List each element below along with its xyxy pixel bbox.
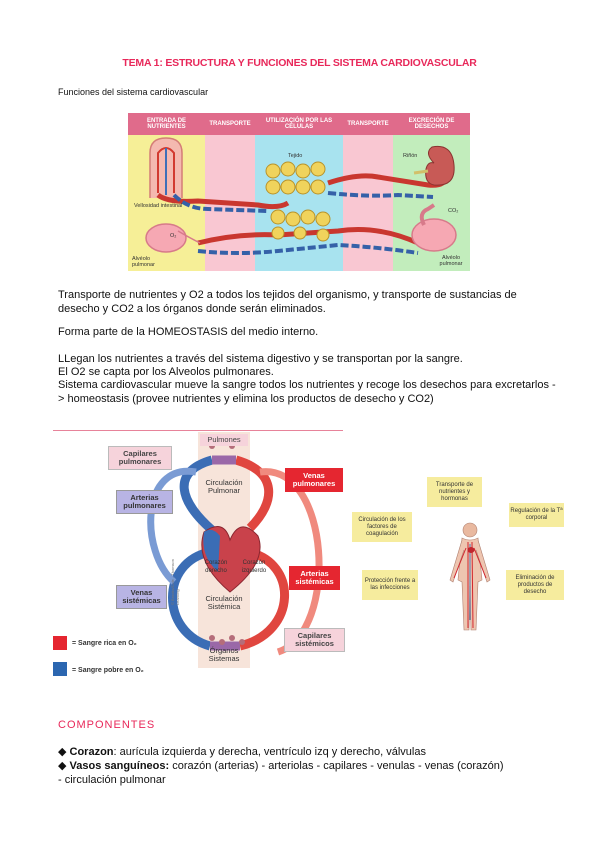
header-entrada: ENTRADA DE NUTRIENTES xyxy=(128,113,205,135)
image-credit: © Brooks/Cole - Thomson Learning xyxy=(170,558,180,605)
paragraph-homeostasis: Forma parte de la HOMEOSTASIS del medio … xyxy=(58,326,319,338)
label-corazon-izquierdo: Corazón izquierdo xyxy=(241,559,267,575)
legend-red-swatch xyxy=(53,636,67,650)
label-arterias-sistemicas: Arterias sistémicas xyxy=(289,566,340,590)
function-eliminacion: Eliminación de productos de desecho xyxy=(506,570,564,600)
componente-corazon-text: : aurícula izquierda y derecha, ventrícu… xyxy=(113,746,426,758)
legend-blue-swatch xyxy=(53,662,67,676)
header-transporte-1: TRANSPORTE xyxy=(205,113,255,135)
functions-illustration xyxy=(145,137,457,255)
label-circ-sistemica: Circulación Sistémica xyxy=(205,593,243,611)
paragraph-nutrientes: LLegan los nutrientes a través del siste… xyxy=(58,353,463,365)
function-circulacion: Circulación de los factores de coagulaci… xyxy=(352,512,412,542)
header-excrecion: EXCRECIÓN DE DESECHOS xyxy=(393,113,470,135)
paragraph-sistema: Sistema cardiovascular mueve la sangre t… xyxy=(58,379,556,405)
componente-corazon: ◆ Corazon: aurícula izquierda y derecha,… xyxy=(58,745,426,759)
label-tejido: Tejido xyxy=(288,153,303,159)
componente-vasos: ◆ Vasos sanguíneos: corazón (arterias) -… xyxy=(58,759,504,773)
divider-line xyxy=(53,430,343,431)
section-subtitle: Funciones del sistema cardiovascular xyxy=(58,87,209,97)
label-capilares-pulmonares: Capilares pulmonares xyxy=(108,446,172,470)
bullet-icon: ◆ xyxy=(58,746,70,758)
label-rinon: Riñón xyxy=(403,153,418,159)
label-co2: CO₂ xyxy=(448,208,459,214)
label-venas-pulmonares: Venas pulmonares xyxy=(285,468,343,492)
functions-diagram: ENTRADA DE NUTRIENTES TRANSPORTE UTILIZA… xyxy=(128,113,470,271)
header-utilizacion: UTILIZACIÓN POR LAS CÉLULAS xyxy=(255,113,343,135)
label-alveolo-right: Alvéolo pulmonar xyxy=(439,255,463,267)
panel-transporte-1: TRANSPORTE xyxy=(205,113,255,271)
function-regulacion: Regulación de la Tª corporal xyxy=(509,503,564,527)
circulation-diagram: Pulmones Circulación Pulmonar Corazón de… xyxy=(100,432,340,668)
paragraph-o2: El O2 se capta por los Alveolos pulmonar… xyxy=(58,366,274,378)
label-arterias-pulmonares: Arterias pulmonares xyxy=(116,490,173,514)
componente-sub-text: circulación pulmonar xyxy=(64,774,166,786)
paragraph-transporte: Transporte de nutrientes y O2 a todos lo… xyxy=(58,289,517,315)
label-corazon-derecho: Corazón derecho xyxy=(204,559,228,575)
function-proteccion: Protección frente a las infecciones xyxy=(362,570,418,600)
panel-transporte-2: TRANSPORTE xyxy=(343,113,393,271)
human-body-icon xyxy=(449,522,491,631)
dash-icon: - xyxy=(58,774,65,786)
label-organos: Órganos Sistemas xyxy=(208,645,240,663)
componente-corazon-label: Corazon xyxy=(69,746,114,758)
label-venas-sistemicas: Venas sistémicas xyxy=(116,585,167,609)
componente-vasos-label: Vasos sanguíneos: xyxy=(69,760,170,772)
label-alveolo-left: Alvéolo pulmonar xyxy=(132,256,155,268)
body-figure xyxy=(440,520,500,640)
legend-red-text: = Sangre rica en O₂ xyxy=(72,640,137,647)
label-o2: O₂ xyxy=(170,233,177,239)
label-capilares-sistemicos: Capilares sistémicos xyxy=(284,628,345,652)
legend-blue-text: = Sangre pobre en O₂ xyxy=(72,667,144,674)
bullet-icon: ◆ xyxy=(58,760,70,772)
componentes-heading: COMPONENTES xyxy=(58,719,156,731)
label-circ-pulmonar: Circulación Pulmonar xyxy=(205,477,243,495)
panel-excrecion: EXCRECIÓN DE DESECHOS xyxy=(393,113,470,271)
header-transporte-2: TRANSPORTE xyxy=(343,113,393,135)
function-transporte: Transporte de nutrientes y hormonas xyxy=(427,477,482,507)
circulation-loops xyxy=(147,432,323,668)
componente-vasos-text: corazón (arterias) - arteriolas - capila… xyxy=(169,760,504,772)
label-pulmones: Pulmones xyxy=(200,434,248,446)
page-title: TEMA 1: ESTRUCTURA Y FUNCIONES DEL SISTE… xyxy=(122,57,477,69)
componente-sub: - circulación pulmonar xyxy=(58,773,166,787)
label-vellosidad: Vellosidad intestinal xyxy=(134,203,183,209)
